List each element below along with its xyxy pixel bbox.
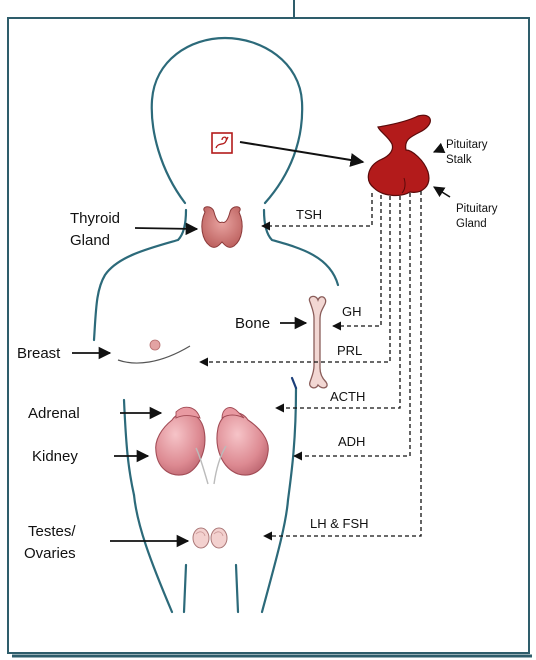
kidney-label: Kidney — [32, 448, 78, 465]
hormone-prl-label: PRL — [337, 344, 362, 359]
bone-label: Bone — [235, 315, 270, 332]
pituitary-stalk-label-line2: Stalk — [446, 154, 472, 167]
testes-label-line1: Testes/ — [28, 523, 76, 540]
thyroid-label-line1: Thyroid — [70, 210, 120, 227]
thyroid-label-line2: Gland — [70, 232, 110, 249]
pituitary-gland-label-line1: Pituitary — [456, 203, 498, 216]
pituitary-location-icon — [212, 133, 232, 153]
hormone-acth-label: ACTH — [330, 390, 365, 405]
hormone-lh-fsh-label: LH & FSH — [310, 517, 369, 532]
thyroid-pointer-arrow — [135, 228, 197, 229]
diagram-frame — [8, 18, 529, 653]
pituitary-stalk-label-line1: Pituitary — [446, 139, 488, 152]
adrenal-label: Adrenal — [28, 405, 80, 422]
breast-label: Breast — [17, 345, 60, 362]
pituitary-gland-label-line2: Gland — [456, 218, 487, 231]
testes-label-line2: Ovaries — [24, 545, 76, 562]
hormone-adh-label: ADH — [338, 435, 365, 450]
hormone-tsh-label: TSH — [296, 208, 322, 223]
hormone-gh-label: GH — [342, 305, 362, 320]
